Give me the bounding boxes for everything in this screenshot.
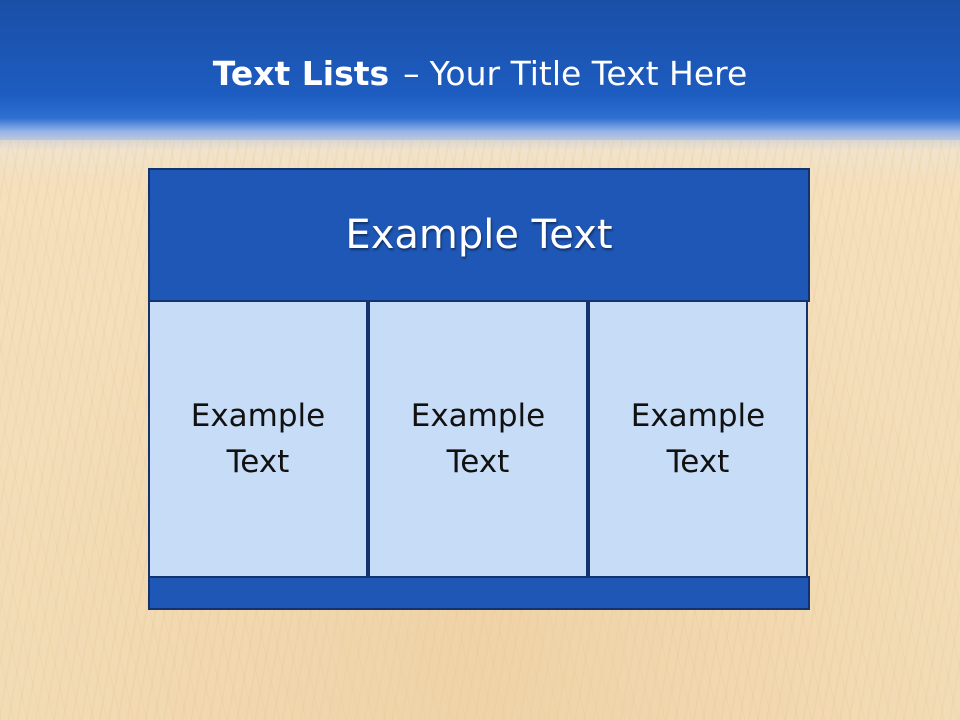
title-bold-text: Text Lists [212,54,390,93]
title-dash: – [403,54,420,93]
diagram-footer-bar [148,576,810,610]
diagram-column-2: Example Text [368,300,588,578]
text-list-diagram: Example Text Example Text Example Text E… [148,168,810,610]
diagram-column-1: Example Text [148,300,368,578]
diagram-header-box: Example Text [148,168,810,302]
diagram-header-text: Example Text [345,212,613,258]
title-subtitle-text: Your Title Text Here [429,54,748,93]
column-1-text: Example Text [190,398,326,480]
slide-title: Text Lists–Your Title Text Here [0,52,960,96]
column-2-text: Example Text [410,398,546,480]
column-3-text: Example Text [630,398,766,480]
diagram-column-3: Example Text [588,300,808,578]
